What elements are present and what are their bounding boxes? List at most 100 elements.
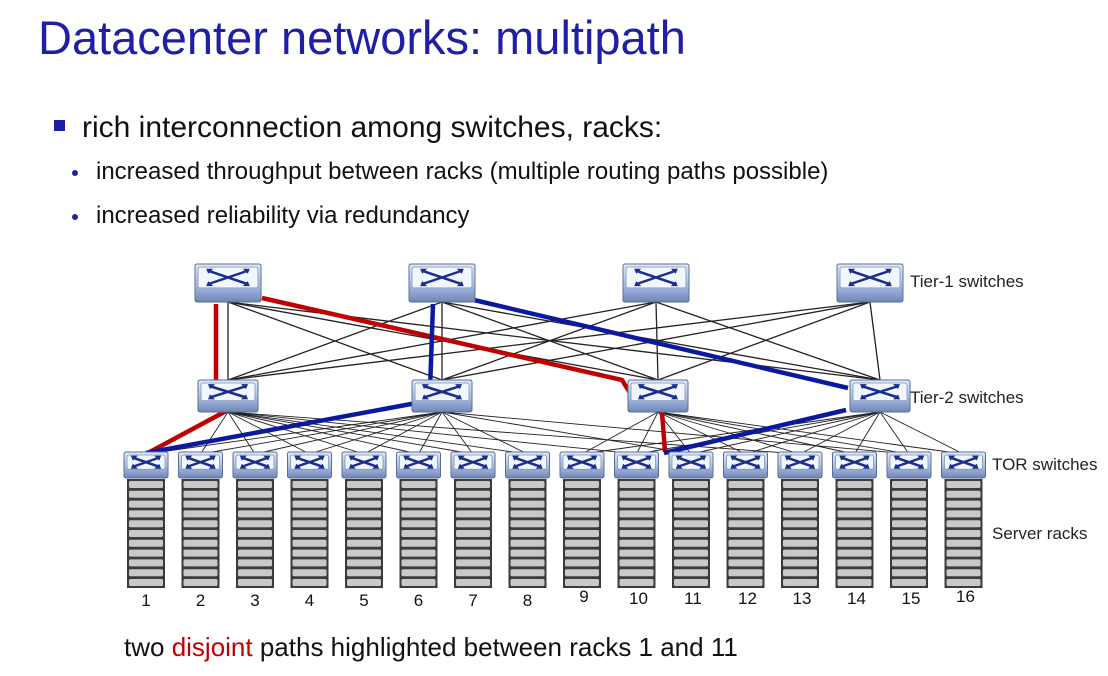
server-unit	[183, 490, 218, 498]
server-unit	[783, 530, 817, 537]
tor-switch	[723, 451, 768, 479]
tier2-switch	[197, 379, 259, 413]
arrow-heads	[948, 455, 979, 469]
server-unit	[292, 569, 327, 577]
server-unit	[619, 481, 654, 488]
arrow-stroke	[295, 456, 324, 468]
server-unit	[892, 539, 926, 547]
tier1-tier2-link	[441, 301, 881, 381]
server-unit	[456, 510, 490, 518]
server-unit	[401, 530, 436, 537]
arrow-heads	[130, 455, 162, 469]
server-unit	[728, 490, 763, 498]
server-unit	[837, 510, 872, 518]
server-unit	[946, 490, 981, 498]
sub-bullet-text: increased reliability via redundancy	[96, 202, 470, 229]
server-unit	[892, 500, 926, 508]
arrow-stroke	[895, 456, 923, 468]
tor-switch	[614, 451, 659, 479]
switch-arrows-icon	[206, 268, 250, 287]
server-unit	[728, 510, 763, 518]
server-unit	[892, 510, 926, 518]
arrow-heads	[348, 455, 380, 469]
rack-number: 7	[468, 591, 477, 610]
server-unit	[837, 579, 872, 586]
switch-arrows-icon	[457, 455, 489, 469]
tier2-tor-link	[200, 411, 229, 455]
tier2-tor-link	[581, 411, 659, 455]
tier2-tor-link	[581, 411, 881, 455]
server-unit	[728, 569, 763, 577]
arrow-heads	[239, 455, 271, 469]
switch-arrows-icon	[239, 455, 271, 469]
arrow-heads	[294, 455, 325, 469]
server-unit	[674, 559, 708, 567]
arrow-stroke	[949, 456, 978, 468]
server-unit	[238, 569, 272, 577]
server-unit	[619, 490, 654, 498]
tier2-tor-link	[227, 411, 310, 455]
tier2-tor-link	[690, 411, 881, 455]
server-unit	[292, 500, 327, 508]
tor-switch	[178, 451, 223, 479]
server-unit	[946, 500, 981, 508]
server-unit	[183, 530, 218, 537]
server-rack	[345, 479, 383, 588]
arrow-heads	[422, 384, 462, 400]
arrow-stroke	[786, 456, 814, 468]
switch-arrows-icon	[638, 384, 678, 400]
server-unit	[347, 490, 381, 498]
tier2-tor-link	[441, 411, 910, 455]
tier2-switch	[411, 379, 473, 413]
server-unit	[837, 520, 872, 528]
server-unit	[728, 539, 763, 547]
tor-switch	[450, 451, 496, 479]
arrow-heads	[185, 455, 216, 469]
blue-path-tier2-tor	[663, 407, 847, 456]
server-unit	[238, 530, 272, 537]
server-unit	[565, 500, 599, 508]
server-unit	[238, 520, 272, 528]
arrow-stroke	[622, 456, 651, 468]
blue-path-tier2-tier1	[427, 303, 436, 391]
server-unit	[401, 510, 436, 518]
server-unit	[619, 539, 654, 547]
rack-number: 5	[359, 591, 368, 610]
server-unit	[456, 549, 490, 557]
server-unit	[456, 569, 490, 577]
server-rack	[835, 479, 874, 588]
switch-arrows-icon	[185, 455, 216, 469]
server-unit	[510, 490, 545, 498]
server-rack	[944, 479, 983, 588]
server-unit	[401, 539, 436, 547]
arrow-stroke	[513, 456, 542, 468]
server-unit	[183, 520, 218, 528]
tier2-tor-link	[799, 411, 881, 455]
server-unit	[183, 481, 218, 488]
server-unit	[292, 530, 327, 537]
server-rack	[781, 479, 819, 588]
datacenter-topology-diagram: Tier-1 switches Tier-2 switches TOR swit…	[123, 263, 1098, 610]
server-unit	[946, 520, 981, 528]
rack-number: 11	[684, 589, 702, 608]
server-unit	[401, 559, 436, 567]
rack-number: 12	[738, 589, 757, 608]
server-unit	[674, 520, 708, 528]
server-unit	[347, 530, 381, 537]
server-unit	[238, 549, 272, 557]
server-unit	[510, 539, 545, 547]
labels-layer: Tier-1 switches Tier-2 switches TOR swit…	[910, 272, 1098, 543]
tier2-switch	[627, 379, 689, 413]
arrow-heads	[208, 384, 248, 400]
caption-highlight: disjoint	[171, 632, 253, 662]
server-unit	[510, 500, 545, 508]
tier1-tier2-link	[227, 301, 443, 381]
server-racks-label: Server racks	[992, 524, 1087, 543]
arrow-stroke	[635, 269, 677, 286]
arrow-heads	[638, 384, 678, 400]
server-unit	[510, 569, 545, 577]
server-unit	[238, 510, 272, 518]
tor-switch	[941, 451, 986, 479]
server-unit	[456, 520, 490, 528]
